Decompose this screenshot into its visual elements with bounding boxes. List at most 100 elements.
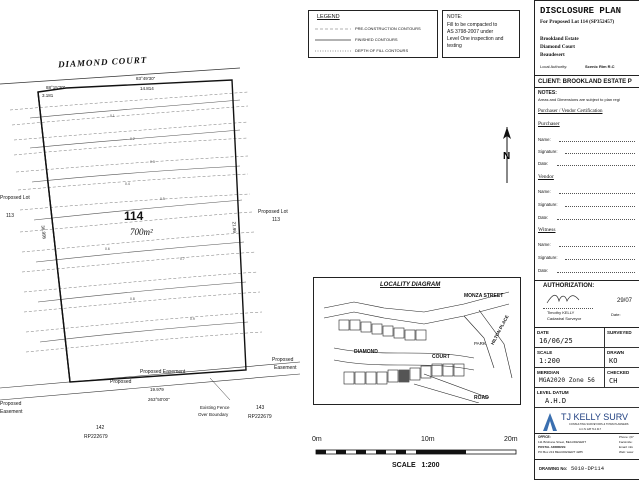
drawn-label: DRAWN xyxy=(607,350,624,355)
bottom-left-lot: 142 xyxy=(96,425,105,431)
local-authority: Scenic Rim R.C xyxy=(585,64,615,69)
vendor-signature-field[interactable] xyxy=(565,206,635,207)
left-lot-label: Proposed Lot xyxy=(0,195,30,201)
witness-signature-field[interactable] xyxy=(565,259,635,260)
purchaser-title: Purchaser xyxy=(538,121,560,127)
witness-name-label: Name: xyxy=(538,242,551,247)
notes-title: NOTES: xyxy=(538,90,557,96)
bottom-left-rp: RP222679 xyxy=(84,434,108,440)
note-box: NOTE: Fill to be compacted to AS 3798-20… xyxy=(442,10,520,58)
divider xyxy=(535,433,639,434)
notes-text: Areas and Dimensions are subject to plan… xyxy=(538,97,620,102)
scale-tick-20: 20m xyxy=(504,436,518,443)
note-title: NOTE: xyxy=(447,14,463,20)
drawing-no-label: DRAWING No: xyxy=(539,466,568,471)
level-datum-cell: LEVEL DATUM A.H.D xyxy=(535,388,639,408)
bottom-right-lot: 143 xyxy=(256,405,265,411)
svg-text:N: N xyxy=(503,151,510,162)
lot-area: 700m² xyxy=(130,227,153,237)
bearing-top: 83°49'30" xyxy=(136,76,156,81)
bearing-left: 88°15'30" xyxy=(46,85,66,90)
vendor-name-field[interactable] xyxy=(559,193,635,194)
surveyor-name: Timothy KELLY xyxy=(547,310,575,315)
divider xyxy=(535,327,639,328)
locality-street-road: ROAD xyxy=(474,395,489,401)
meridian-label: MERIDIAN xyxy=(537,370,560,375)
vendor-date-field[interactable] xyxy=(557,219,635,220)
local-authority-label: Local Authority: xyxy=(540,64,568,69)
vendor-date-label: Date: xyxy=(538,215,549,220)
fax: Facsimile: xyxy=(619,440,633,444)
witness-signature-label: Signature: xyxy=(538,255,558,260)
phone: Phone: (07 xyxy=(619,435,634,439)
svg-text:0.2: 0.2 xyxy=(130,137,135,141)
fence-label-1: Existing Fence xyxy=(200,405,230,410)
surveyor-signature xyxy=(546,294,580,304)
legend-title: LEGEND xyxy=(317,14,340,20)
witness-title: Witness xyxy=(538,227,556,233)
email: Email: info xyxy=(619,445,634,449)
scale-bar: 0m 10m 20m SCALE 1:200 xyxy=(312,436,527,476)
date-value: 16/06/25 xyxy=(539,337,573,345)
legend-swatches xyxy=(315,28,351,52)
signature-line xyxy=(543,308,593,309)
certification-title: Purchaser / Vendor Certification xyxy=(538,109,603,114)
purchaser-name-label: Name: xyxy=(538,137,551,142)
legend-item-finished: FINISHED CONTOURS xyxy=(355,37,398,42)
svg-text:0.3: 0.3 xyxy=(150,160,155,164)
level-datum-value: A.H.D xyxy=(545,397,567,405)
witness-name-field[interactable] xyxy=(559,246,635,247)
bearing-bottom: 263°50'00" xyxy=(148,397,170,402)
authorization-date-label: Date: xyxy=(611,312,621,317)
locality-title: LOCALITY DIAGRAM xyxy=(380,282,441,288)
purchaser-name-field[interactable] xyxy=(559,141,635,142)
legend-item-pre: PRE-CONSTRUCTION CONTOURS xyxy=(355,26,421,31)
scale-tick-10: 10m xyxy=(421,436,435,443)
surveyor-role: Cadastral Surveyor xyxy=(547,316,582,321)
drawn-value: KO xyxy=(609,357,618,365)
company-name: TJ KELLY SURV xyxy=(561,412,629,422)
scale-label: SCALE 1:200 xyxy=(392,462,440,469)
vendor-name-label: Name: xyxy=(538,189,551,194)
svg-text:0.6: 0.6 xyxy=(105,247,110,251)
purchaser-signature-field[interactable] xyxy=(565,153,635,154)
purchaser-date-label: Date: xyxy=(538,161,549,166)
easement-label-2: Proposed xyxy=(110,379,132,385)
easement-label-3: Proposed xyxy=(0,401,22,407)
divider xyxy=(535,75,639,76)
web: Web: www xyxy=(619,450,634,454)
purchaser-date-field[interactable] xyxy=(557,165,635,166)
checked-label: CHECKED xyxy=(607,370,630,375)
locality-park: PARK xyxy=(474,341,486,346)
vendor-signature-label: Signature: xyxy=(538,202,558,207)
scale-bar-graphic xyxy=(315,449,517,455)
dim-right: 21.99 xyxy=(231,221,238,233)
lot-number: 114 xyxy=(124,209,144,223)
client-name: CLIENT: BROOKLAND ESTATE P xyxy=(538,79,632,85)
plan-svg: 0.10.20.3 0.40.50.6 0.70.80.9 xyxy=(0,67,300,401)
divider xyxy=(535,459,639,460)
witness-date-field[interactable] xyxy=(557,272,635,273)
drawing-no: 5010-DP114 xyxy=(571,465,605,472)
date-cell: DATE 16/06/25 xyxy=(535,328,605,348)
bottom-right-rp: RP222679 xyxy=(248,414,272,420)
plan-subheading: For Proposed Lot 114 (SP352457) xyxy=(540,19,615,25)
easement-label-4: Easement xyxy=(0,409,23,415)
authorization-title: AUTHORIZATION: xyxy=(543,283,595,289)
meridian-value: MGA2020 Zone 56 xyxy=(539,377,595,384)
street-name: Diamond Court xyxy=(540,44,576,50)
meridian-cell: MERIDIAN MGA2020 Zone 56 xyxy=(535,368,605,388)
easement-label-6: Easement xyxy=(274,365,297,371)
locality-street-court: COURT xyxy=(432,354,450,360)
office-line-2: POSTAL ADDRESS: xyxy=(538,445,567,449)
office-line-1: 111 Brisbane Street, BEAUDESERT xyxy=(538,440,587,444)
checked-value: CH xyxy=(609,377,618,385)
legend-item-fill: DEPTH OF FILL CONTOURS xyxy=(355,48,409,53)
note-line-4: testing xyxy=(447,43,462,49)
right-lot-label: Proposed Lot xyxy=(258,209,288,215)
note-line-1: Fill to be compacted to xyxy=(447,22,498,28)
locality-street-diamond: DIAMOND xyxy=(354,349,378,355)
scale-tick-0: 0m xyxy=(312,436,322,443)
level-datum-label: LEVEL DATUM xyxy=(537,390,569,395)
